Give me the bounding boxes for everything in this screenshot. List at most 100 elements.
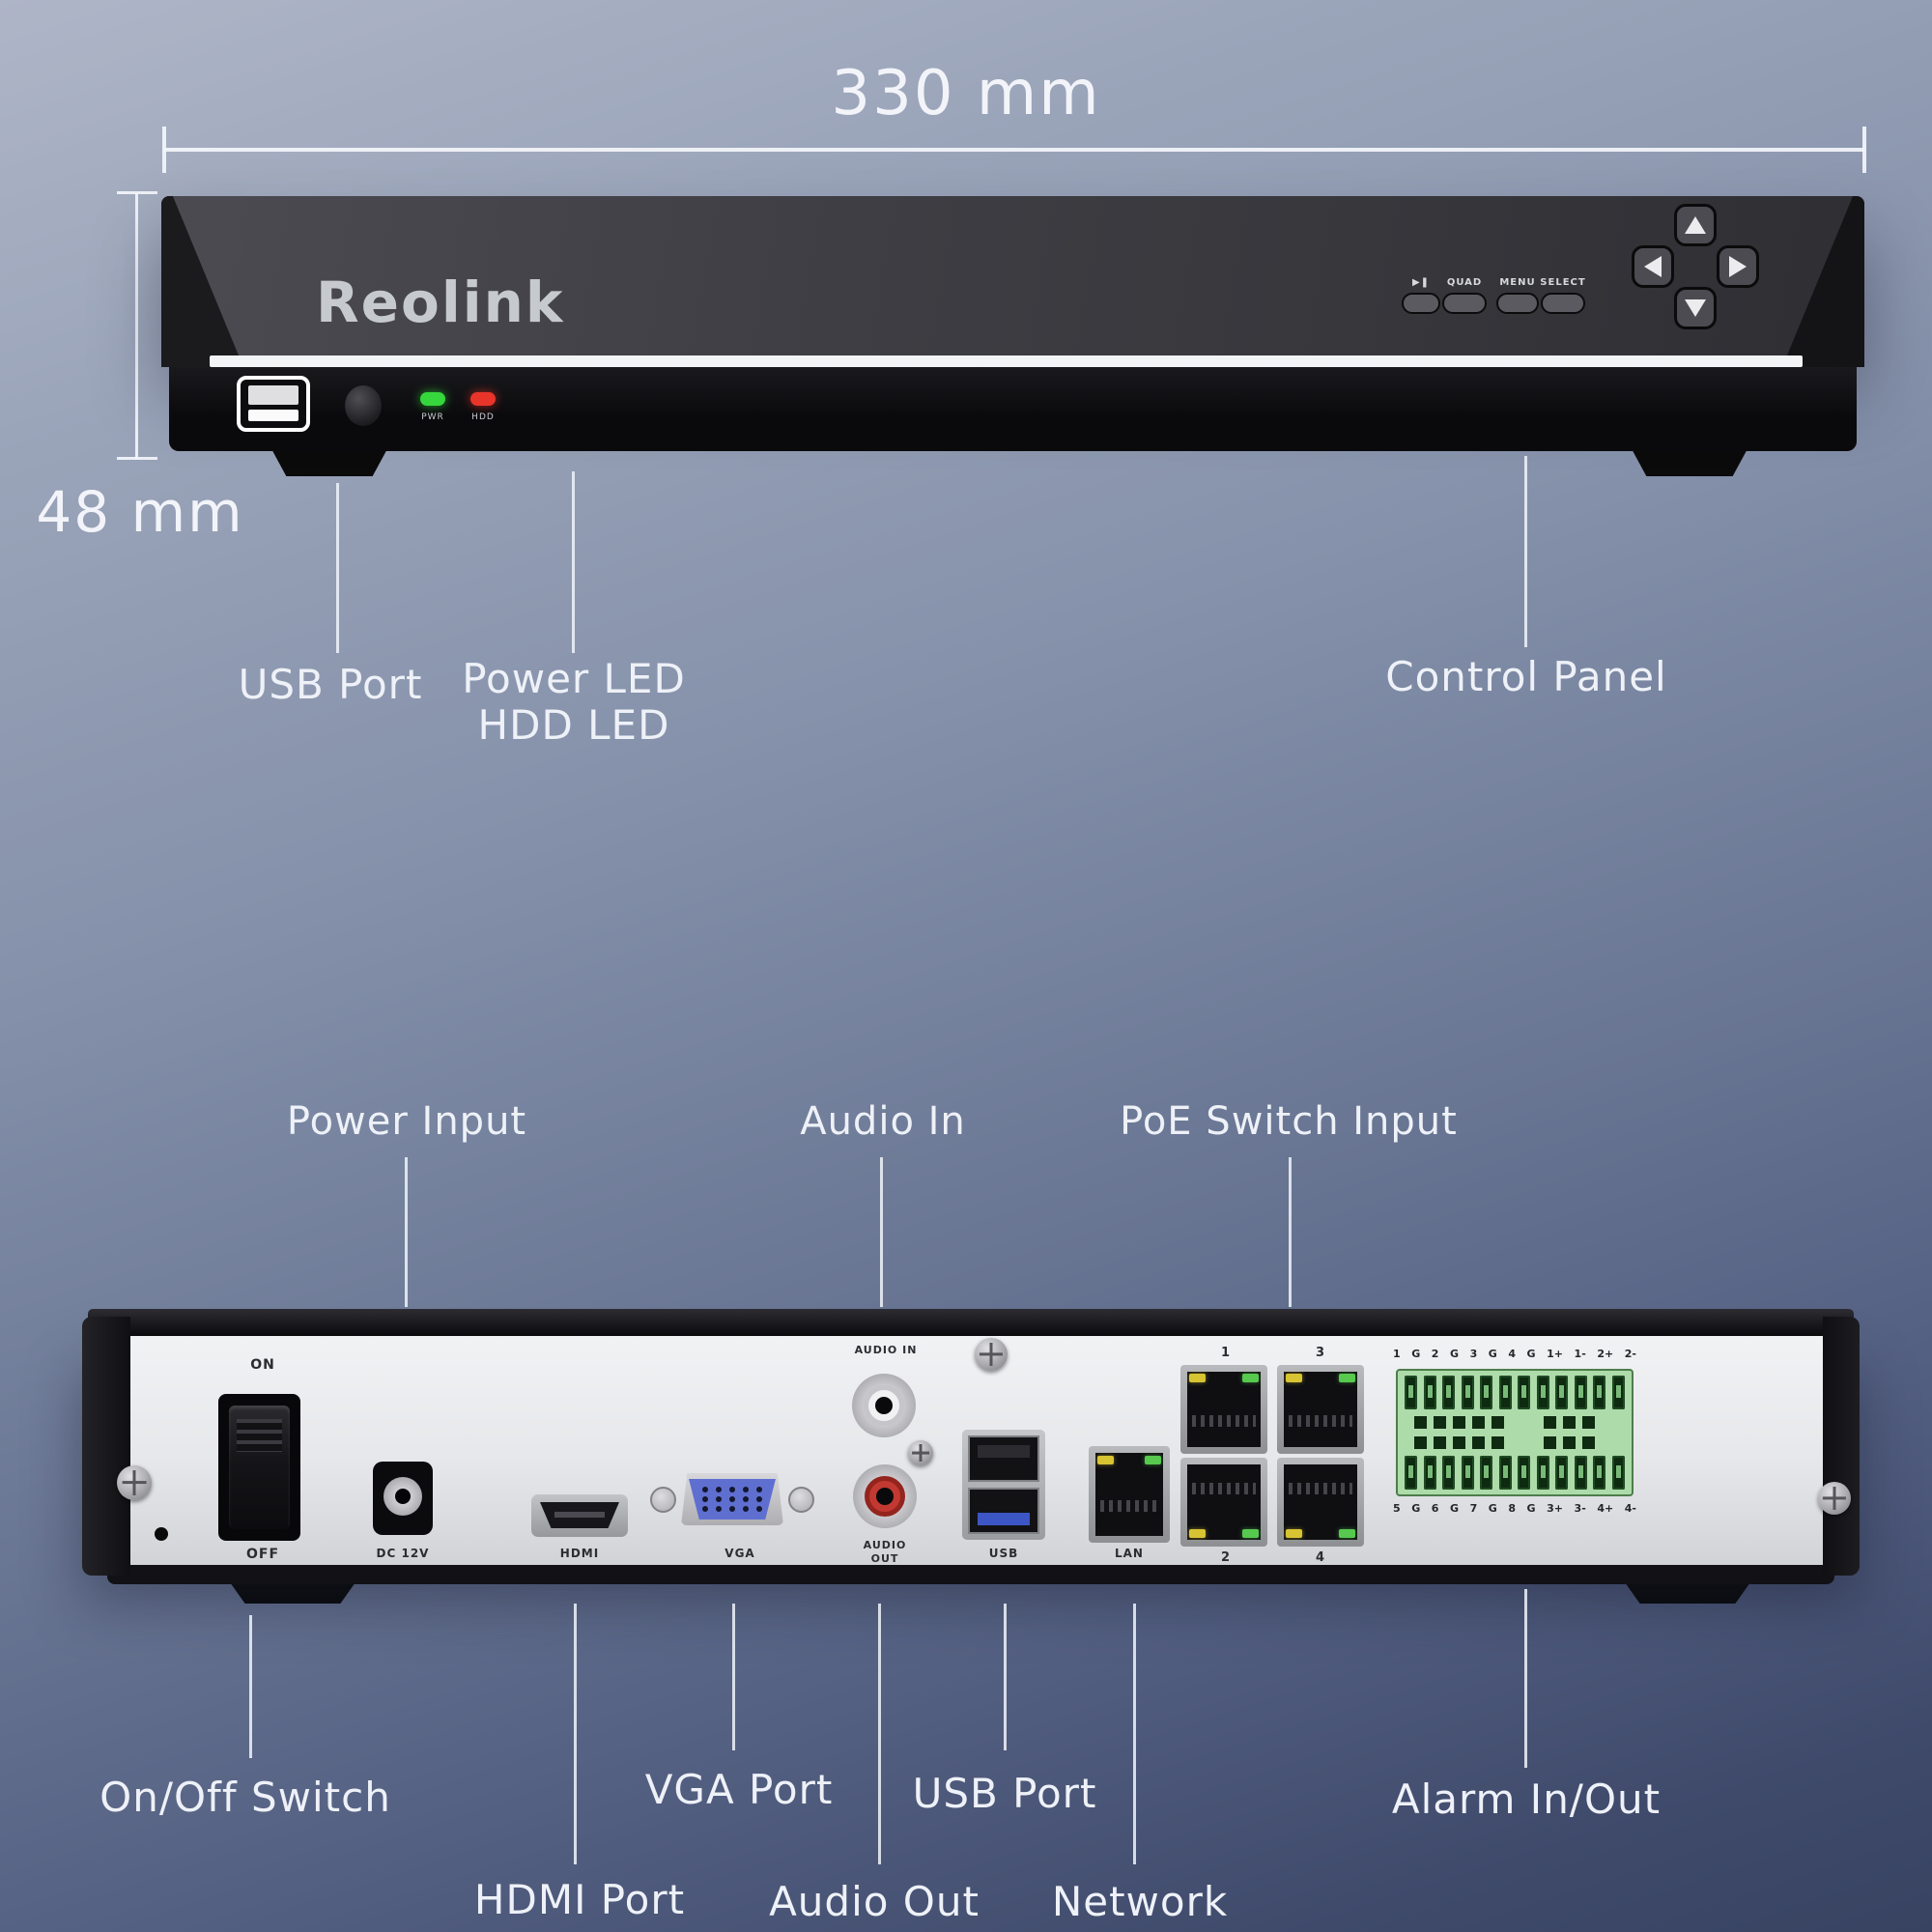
reset-pinhole bbox=[155, 1527, 168, 1541]
network-leader bbox=[1133, 1604, 1136, 1864]
pin-label: G bbox=[1488, 1502, 1497, 1515]
dot bbox=[702, 1487, 708, 1492]
front-top-face bbox=[161, 196, 1864, 356]
hdmi-label: HDMI bbox=[559, 1547, 600, 1560]
pin-label: 1 bbox=[1393, 1348, 1401, 1360]
off-label: OFF bbox=[245, 1547, 280, 1562]
audio-in-hole bbox=[875, 1397, 893, 1414]
power-switch bbox=[218, 1394, 300, 1541]
front-panel-strip bbox=[169, 366, 1857, 451]
terminal-hole bbox=[1453, 1416, 1465, 1430]
poe4-led-yellow bbox=[1286, 1529, 1302, 1538]
usb2-tongue bbox=[978, 1445, 1030, 1458]
slot bbox=[1574, 1376, 1587, 1409]
pin-label: G bbox=[1449, 1348, 1460, 1360]
callout-control-panel: Control Panel bbox=[1385, 653, 1667, 700]
dpad-down-button bbox=[1674, 287, 1717, 329]
pin-label: G bbox=[1449, 1502, 1460, 1515]
vga-port bbox=[650, 1471, 814, 1529]
quad-button bbox=[1442, 293, 1487, 314]
slot bbox=[1593, 1376, 1606, 1409]
terminal-hole bbox=[1414, 1435, 1427, 1449]
play-pause-label: ▶❚ bbox=[1411, 277, 1431, 288]
pin-label: 5 bbox=[1393, 1502, 1401, 1515]
terminal-hole bbox=[1434, 1435, 1446, 1449]
reolink-logo: Reolink bbox=[316, 270, 565, 335]
onoff-leader bbox=[249, 1615, 252, 1758]
slot bbox=[1461, 1455, 1474, 1490]
poe-port-3 bbox=[1277, 1365, 1364, 1454]
terminal-mid-row-1 bbox=[1405, 1416, 1625, 1430]
audio-out-label-line2: OUT bbox=[870, 1552, 899, 1565]
terminal-hole bbox=[1544, 1416, 1556, 1430]
height-dimension-line bbox=[135, 193, 138, 459]
dot bbox=[702, 1496, 708, 1502]
hdmi-port bbox=[531, 1494, 628, 1537]
pin-label: 2+ bbox=[1597, 1348, 1614, 1360]
pin-label: 4+ bbox=[1597, 1502, 1614, 1515]
terminal-mid-row-2 bbox=[1405, 1435, 1625, 1449]
rear-top-edge bbox=[88, 1309, 1854, 1336]
poe4-comb bbox=[1289, 1483, 1352, 1494]
audio-in-jack bbox=[852, 1374, 916, 1437]
dot bbox=[716, 1506, 722, 1512]
dot bbox=[729, 1496, 735, 1502]
hdmi-leader bbox=[574, 1604, 577, 1864]
right-arrow-icon bbox=[1729, 256, 1747, 277]
pin-label: 8 bbox=[1508, 1502, 1516, 1515]
terminal-hole bbox=[1472, 1435, 1485, 1449]
nvr-front-view: Reolink PWR HDD ▶❚ QUAD MENU SELECT bbox=[161, 196, 1864, 476]
pin-label: 2 bbox=[1431, 1348, 1439, 1360]
terminal-hole bbox=[1414, 1416, 1427, 1430]
select-button bbox=[1541, 293, 1585, 314]
usb3-port bbox=[968, 1488, 1039, 1534]
control-panel-leader bbox=[1524, 456, 1527, 647]
slot bbox=[1442, 1376, 1456, 1409]
play-pause-button bbox=[1402, 293, 1440, 314]
slot bbox=[1480, 1455, 1493, 1490]
front-usb-port bbox=[237, 376, 310, 432]
pin-label: 1- bbox=[1574, 1348, 1586, 1360]
poe3-cavity bbox=[1284, 1372, 1357, 1447]
poe1-cavity bbox=[1187, 1372, 1261, 1447]
screw-top-middle bbox=[975, 1338, 1008, 1371]
audio-in-label: AUDIO IN bbox=[854, 1344, 918, 1356]
vga-nut-left bbox=[650, 1487, 676, 1513]
dot bbox=[702, 1506, 708, 1512]
rear-bottom-edge bbox=[107, 1565, 1834, 1584]
poe-port-4 bbox=[1277, 1458, 1364, 1547]
callout-power-led: Power LED bbox=[462, 655, 686, 702]
usb-tongue bbox=[248, 385, 298, 405]
slot bbox=[1442, 1455, 1456, 1490]
usb-bar bbox=[248, 410, 298, 421]
lan-cavity bbox=[1095, 1453, 1163, 1536]
height-dimension-label: 48 mm bbox=[36, 479, 244, 545]
power-led-label: PWR bbox=[421, 412, 444, 422]
poe1-led-yellow bbox=[1189, 1374, 1206, 1382]
slot bbox=[1405, 1455, 1417, 1490]
usb3-tongue bbox=[978, 1513, 1030, 1525]
left-arrow-icon bbox=[1644, 256, 1662, 277]
dot bbox=[716, 1487, 722, 1492]
poe-label-1: 1 bbox=[1220, 1346, 1232, 1360]
terminal-hole bbox=[1582, 1435, 1595, 1449]
hdmi-slot bbox=[554, 1512, 605, 1518]
pin-label: 7 bbox=[1469, 1502, 1478, 1515]
usb-label: USB bbox=[988, 1547, 1019, 1560]
menu-label: MENU bbox=[1499, 277, 1536, 288]
audio-in-ring bbox=[864, 1385, 904, 1426]
power-switch-rocker bbox=[229, 1406, 290, 1529]
dot bbox=[716, 1496, 722, 1502]
slot bbox=[1498, 1455, 1512, 1490]
dpad-left-button bbox=[1632, 245, 1674, 288]
power-input-leader bbox=[405, 1157, 408, 1307]
dot bbox=[743, 1506, 749, 1512]
slot bbox=[1574, 1455, 1587, 1490]
audio-in-leader bbox=[880, 1157, 883, 1307]
alarm-terminal-block bbox=[1396, 1369, 1634, 1496]
height-dimension-tick-bottom bbox=[117, 457, 157, 460]
audio-out-leader bbox=[878, 1604, 881, 1864]
slot bbox=[1611, 1376, 1625, 1409]
